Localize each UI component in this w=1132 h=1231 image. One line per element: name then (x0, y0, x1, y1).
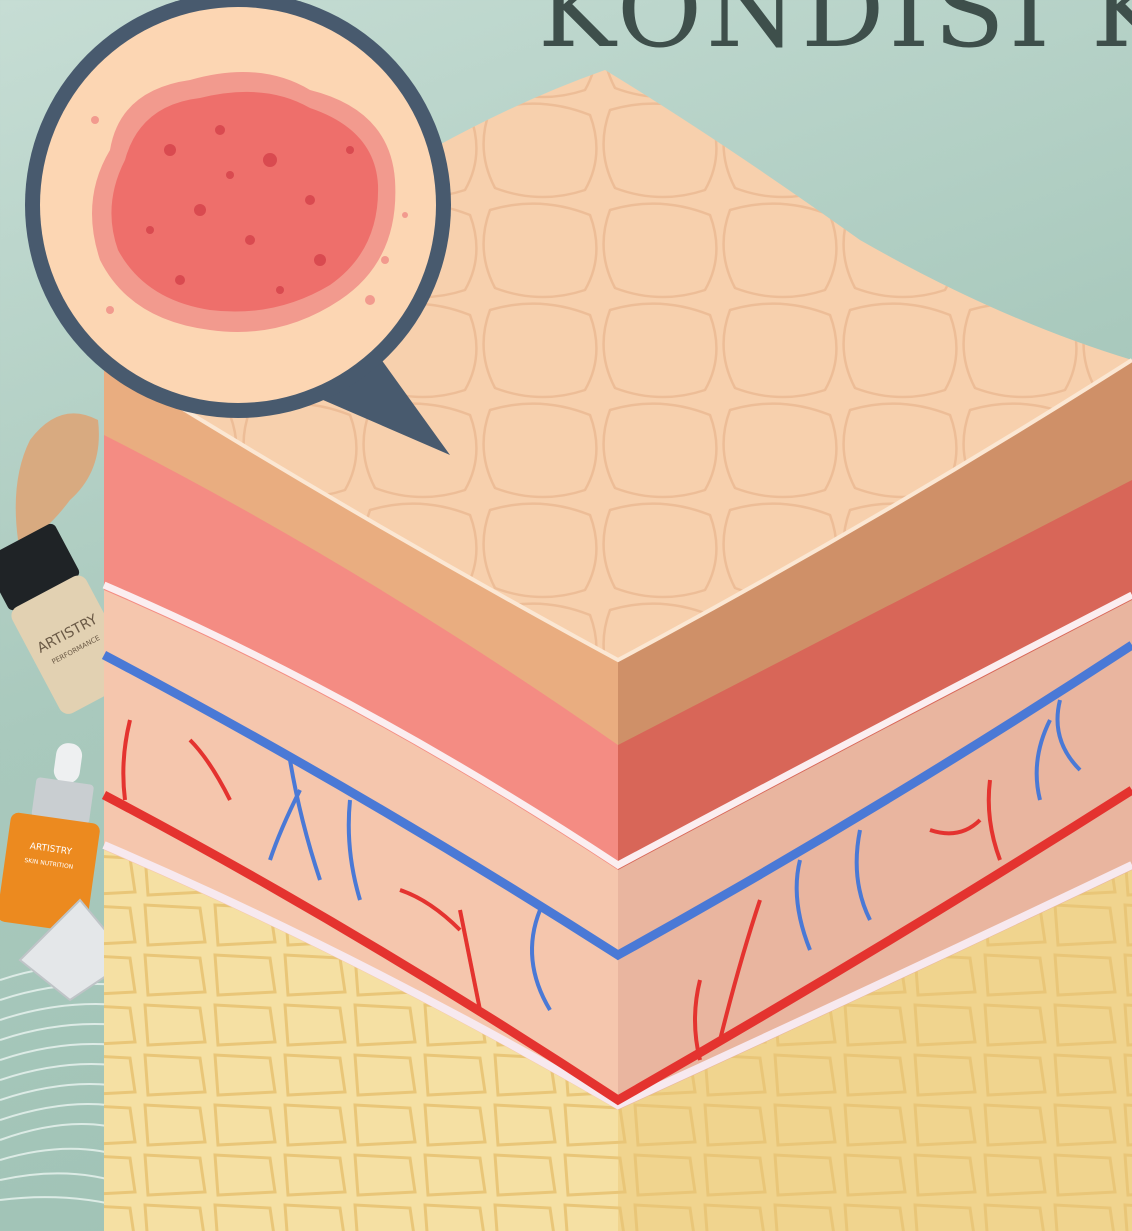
rash-magnifier-bubble (25, 0, 451, 455)
serum-dropper-bottle: ARTISTRY SKIN NUTRITION (0, 737, 111, 934)
foundation-swatch (16, 413, 99, 540)
